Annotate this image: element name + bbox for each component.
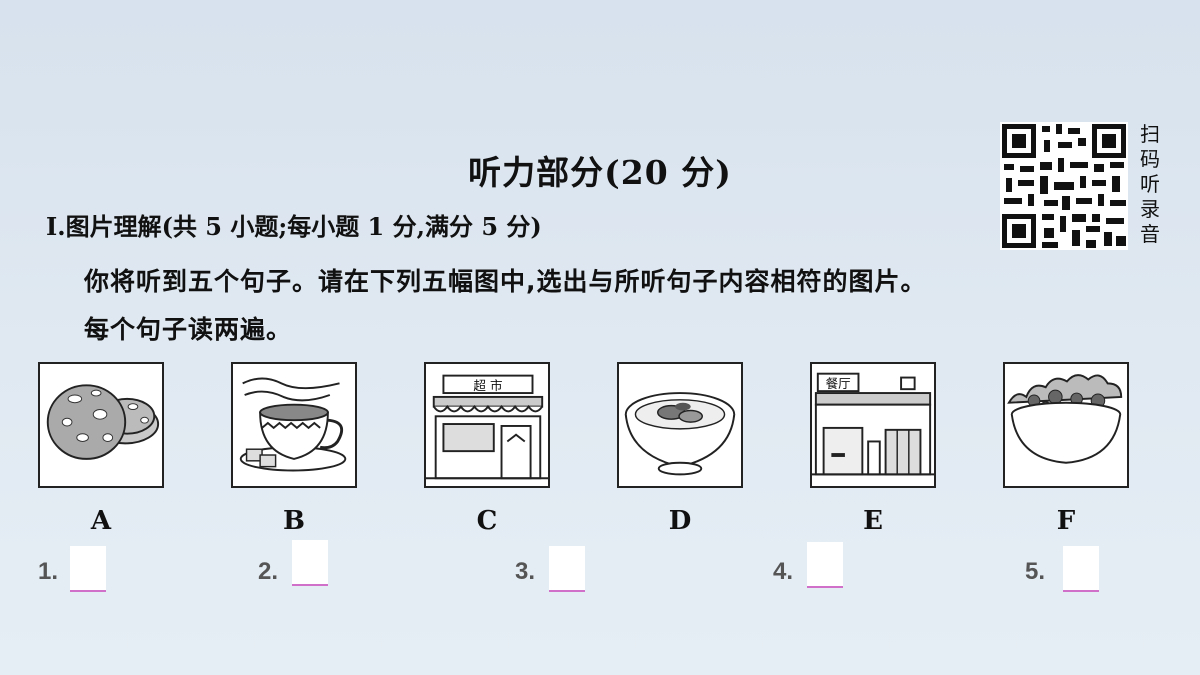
- picture-e[interactable]: 餐厅: [810, 362, 936, 488]
- page-title: 听力部分(20 分): [468, 153, 732, 192]
- picture-letter-b: B: [283, 506, 305, 536]
- answer-blank-5[interactable]: [1063, 546, 1099, 592]
- question-number-1: 1.: [38, 558, 59, 585]
- restaurant-icon: 餐厅: [812, 372, 934, 476]
- question-number-5: 5.: [1025, 558, 1046, 585]
- question-number-2: 2.: [258, 558, 279, 585]
- picture-d[interactable]: [617, 362, 743, 488]
- picture-letter-f: F: [1056, 506, 1076, 536]
- picture-c[interactable]: 超 市: [424, 362, 550, 488]
- picture-a[interactable]: [38, 362, 164, 488]
- cookies-icon: [46, 384, 160, 460]
- picture-letter-d: D: [668, 506, 692, 536]
- answer-blank-4[interactable]: [807, 542, 843, 588]
- tea-cup-icon: [239, 377, 347, 472]
- answer-blank-3[interactable]: [549, 546, 585, 592]
- picture-letter-e: E: [863, 506, 883, 536]
- supermarket-icon: 超 市: [426, 374, 548, 480]
- qr-code[interactable]: [1000, 122, 1170, 250]
- restaurant-sign: 餐厅: [826, 376, 851, 391]
- answer-blank-2[interactable]: [292, 540, 328, 586]
- question-number-3: 3.: [515, 558, 536, 585]
- section-heading: Ⅰ.图片理解(共 5 小题;每小题 1 分,满分 5 分): [46, 212, 542, 241]
- supermarket-sign: 超 市: [473, 378, 502, 393]
- answer-blank-1[interactable]: [70, 546, 106, 592]
- qr-code-icon: [1000, 122, 1128, 250]
- picture-b[interactable]: [231, 362, 357, 488]
- picture-letter-c: C: [476, 506, 498, 536]
- instruction-line-2: 每个句子读两遍。: [84, 315, 293, 344]
- salad-bowl-icon: [1007, 374, 1123, 464]
- question-number-4: 4.: [773, 558, 794, 585]
- soup-bowl-icon: [624, 392, 736, 476]
- instruction-line-1: 你将听到五个句子。请在下列五幅图中,选出与所听句子内容相符的图片。: [84, 267, 927, 296]
- qr-caption: 扫 码 听 录 音: [1140, 122, 1160, 246]
- picture-f[interactable]: [1003, 362, 1129, 488]
- picture-letter-a: A: [90, 506, 112, 536]
